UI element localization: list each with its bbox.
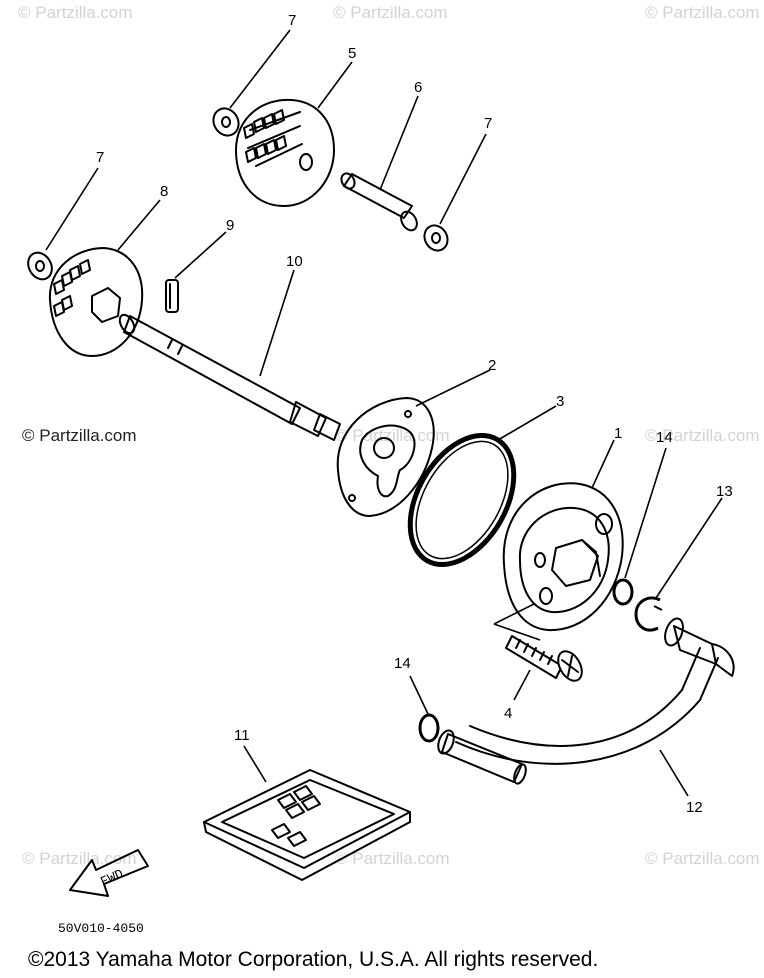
leader-3 (497, 405, 557, 441)
watermark-mid-right: © Partzilla.com (645, 426, 760, 445)
callout-1: 1 (614, 425, 622, 442)
shaft-10 (118, 313, 341, 441)
callout-9: 9 (226, 217, 234, 234)
callout-13: 13 (716, 483, 733, 500)
callout-7-top: 7 (288, 12, 296, 29)
pin-9 (165, 279, 179, 313)
leader-7-top (229, 29, 291, 109)
screw-4 (505, 635, 583, 682)
leader-4 (513, 669, 531, 701)
gear-5 (235, 98, 335, 207)
callout-14-left: 14 (394, 655, 411, 672)
copyright-notice: ©2013 Yamaha Motor Corporation, U.S.A. A… (28, 948, 598, 971)
callout-3: 3 (556, 393, 564, 410)
leader-11 (243, 745, 267, 783)
washer-7-top (212, 107, 240, 137)
leader-9 (174, 231, 227, 279)
watermark-mid-left: © Partzilla.com (22, 426, 137, 445)
watermark-bottom-center: © Partzilla.com (335, 849, 450, 868)
leader-7-right (439, 133, 487, 225)
callout-11: 11 (234, 727, 250, 744)
leader-8 (117, 199, 161, 251)
leader-10 (259, 269, 295, 377)
o-ring-14-right (612, 578, 634, 606)
callout-14-right: 14 (656, 429, 673, 446)
o-ring-14-left (418, 713, 440, 743)
leader-12 (659, 749, 689, 797)
plate-2 (336, 397, 435, 517)
leader-14-right (624, 447, 667, 579)
leader-6 (379, 95, 419, 191)
watermark-top-right: © Partzilla.com (645, 3, 760, 22)
washer-7-right (423, 224, 449, 252)
callout-6: 6 (414, 79, 422, 96)
leader-4-bracket-a (493, 603, 535, 625)
leader-14-left (409, 675, 429, 715)
diagram-code: 50V010-4050 (58, 921, 144, 936)
callout-8: 8 (160, 183, 168, 200)
o-ring-3 (407, 433, 517, 567)
pin-6 (340, 172, 418, 232)
watermark-mid-center: © Partzilla.com (335, 426, 450, 445)
watermark-top-left: © Partzilla.com (18, 3, 133, 22)
callout-7-left: 7 (96, 149, 104, 166)
leader-1 (591, 439, 615, 489)
circlip-13 (634, 596, 663, 632)
watermark-top-center: © Partzilla.com (333, 3, 448, 22)
oil-strainer-11 (203, 769, 411, 881)
leader-7-left (45, 167, 99, 251)
gear-8 (48, 247, 144, 357)
callout-7-right: 7 (484, 115, 492, 132)
leader-13 (655, 497, 723, 599)
forward-label: FWD (98, 866, 126, 889)
leader-5 (317, 61, 353, 109)
oil-pipe-12 (437, 617, 735, 785)
callout-12: 12 (686, 799, 703, 816)
callout-5: 5 (348, 45, 356, 62)
callout-10: 10 (286, 253, 303, 270)
leader-2 (415, 369, 491, 407)
watermark-bottom-right: © Partzilla.com (645, 849, 760, 868)
callout-4: 4 (504, 705, 512, 722)
washer-7-left (27, 251, 53, 281)
pump-housing-1 (502, 482, 624, 632)
callout-2: 2 (488, 357, 496, 374)
leader-4-bracket-b (493, 623, 541, 641)
